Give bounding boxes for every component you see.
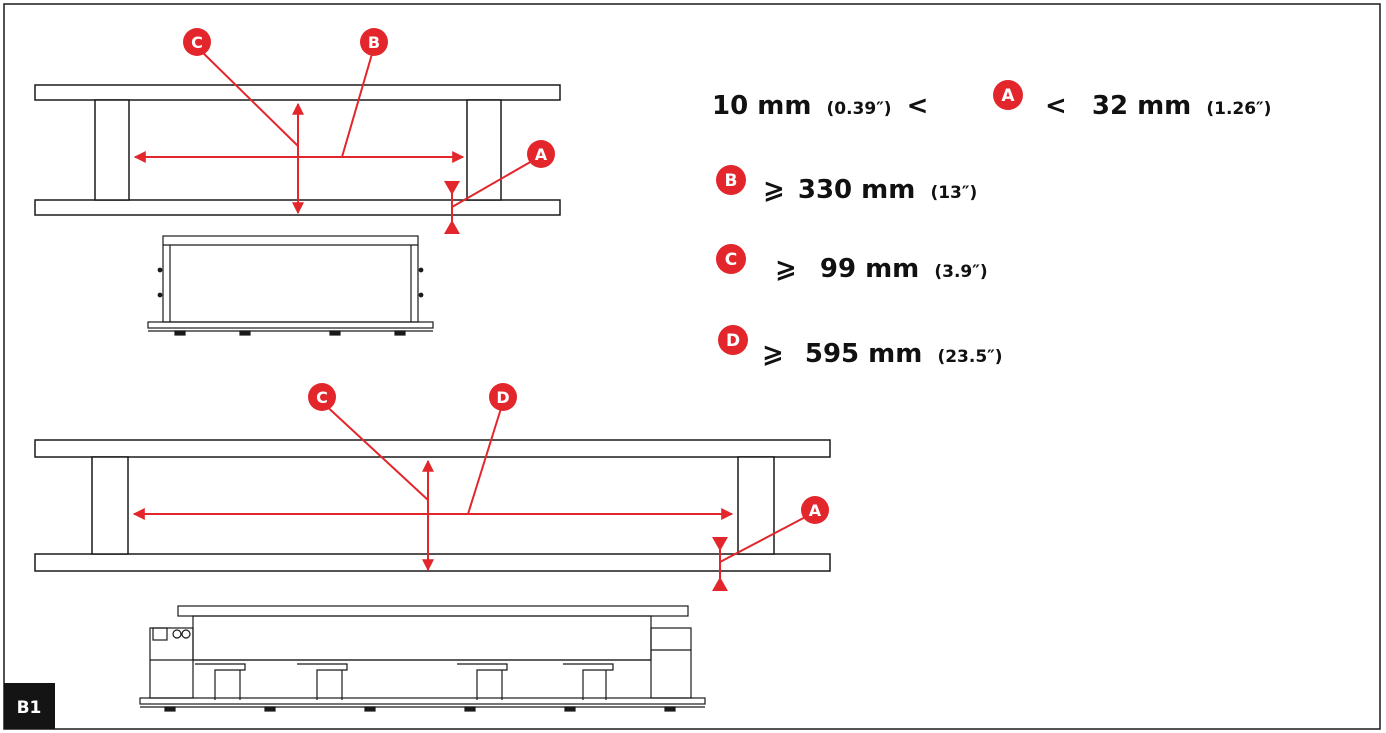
svg-text:B: B [725,171,738,191]
spec-a-max-inch: (1.26″) [1206,99,1271,119]
leader-line-a [451,156,540,208]
svg-text:⩾ 595 mm (23.5″): ⩾ 595 mm (23.5″) [762,339,1003,369]
spec-a-lt1: < [907,91,929,121]
leader-line-c [196,46,299,147]
spec-c-inch: (3.9″) [934,262,987,282]
spec-c-badge [716,244,746,274]
spec-c-symbol: ⩾ [775,254,797,284]
bottom-appliance-drawing [139,605,706,712]
bottom-dimensions [132,401,814,580]
gap-marker-a-top-up [444,220,460,234]
svg-text:B: B [368,33,380,52]
top-appliance-drawing [147,235,434,336]
spec-a-min: 10 mm [712,91,811,121]
spec-b-value: 330 mm [798,175,916,205]
gap-marker-a-top-down [444,181,460,195]
spec-a-max: 32 mm [1092,91,1191,121]
spec-a-range: 10 mm (0.39″) < A < 32 mm (1.26″) [712,80,1271,121]
bottom-lower-shelf [34,553,831,572]
spec-d-inch: (23.5″) [937,347,1002,367]
badge-a-bottom: A [801,496,829,524]
svg-text:10 mm (0.39″) <: 10 mm (0.39″) < [712,91,928,121]
spec-b-inch: (13″) [930,183,977,203]
spec-b-badge [716,165,746,195]
badge-b-top: B [360,28,388,56]
spec-d-value: 595 mm [805,339,923,369]
badge-c-bottom: C [308,383,336,411]
leader-line-b [341,46,375,158]
spec-a-min-inch: (0.39″) [826,99,891,119]
top-upper-shelf [34,84,561,101]
svg-text:D: D [726,331,740,351]
spec-b-symbol: ⩾ [763,175,785,205]
svg-text:⩾ 330 mm (13″): ⩾ 330 mm (13″) [763,175,977,205]
svg-text:A: A [1001,86,1015,106]
bottom-cabinet-diagram [34,439,831,572]
top-dimensions [133,46,540,222]
svg-text:A: A [535,145,548,164]
gap-marker-a-bottom-down [712,537,728,551]
top-right-post [466,99,502,201]
spec-c-value: 99 mm [820,254,919,284]
spec-a-badge [993,80,1023,110]
badge-a-top: A [527,140,555,168]
svg-text:⩾ 99 mm (3.9″): ⩾ 99 mm (3.9″) [775,254,988,284]
svg-text:D: D [496,388,509,407]
spec-a-lt2: < [1045,91,1067,121]
svg-text:B1: B1 [17,698,42,718]
badge-c-top: C [183,28,211,56]
svg-text:A: A [809,501,822,520]
svg-text:C: C [316,388,328,407]
figure-tag: B1 [4,683,55,729]
leader-line-d [467,401,504,515]
bottom-left-post [91,456,129,555]
badge-d-bottom: D [489,383,517,411]
spec-d-badge [718,325,748,355]
gap-marker-a-bottom-up [712,577,728,591]
spec-d: D ⩾ 595 mm (23.5″) [718,325,1003,369]
svg-text:< 32 mm (1.26″): < 32 mm (1.26″) [1045,91,1271,121]
spec-d-symbol: ⩾ [762,339,784,369]
svg-text:C: C [191,33,203,52]
bottom-upper-shelf [34,439,831,458]
page-frame [3,3,1381,730]
bottom-right-post [737,456,775,555]
svg-text:C: C [725,250,737,270]
spec-b: B ⩾ 330 mm (13″) [716,165,977,205]
spec-c: C ⩾ 99 mm (3.9″) [716,244,988,284]
leader-line-c-bottom [321,401,429,501]
leader-line-a-bottom [719,512,814,563]
top-left-post [94,99,130,201]
